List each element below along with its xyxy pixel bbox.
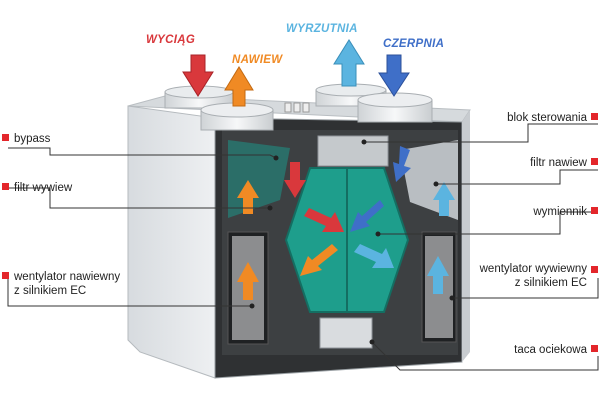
- arrow-up-icon: [224, 66, 254, 107]
- callout-marker-icon: [591, 207, 598, 214]
- callout-wymiennik: wymiennik: [533, 206, 587, 218]
- drip-tray: [319, 317, 373, 349]
- callout-filtr-nawiew: filtr nawiew: [530, 157, 587, 169]
- leader-lines: [7, 123, 599, 371]
- flow-arrow-wyrzutnia: [333, 39, 365, 87]
- leader-filtr-nawiew: [436, 169, 598, 185]
- arrow-up-icon: [333, 39, 365, 87]
- heat-exchanger: [284, 167, 410, 313]
- leader-wymiennik: [378, 211, 598, 235]
- flow-label-nawiew: NAWIEW: [232, 54, 283, 66]
- arrow-up-icon: [427, 256, 449, 294]
- callout-marker-icon: [591, 266, 598, 273]
- callout-line: z silnikiem EC: [14, 285, 87, 297]
- control-knobs: [284, 102, 310, 113]
- arrow-down-icon: [300, 244, 338, 276]
- arrow-down-icon: [393, 146, 411, 182]
- top-ducts: [164, 83, 433, 131]
- flow-arrow-nawiew: [224, 66, 254, 107]
- arrow-up-icon: [237, 180, 259, 214]
- callout-marker-icon: [2, 134, 9, 141]
- callout-marker-icon: [2, 272, 9, 279]
- callout-marker-icon: [591, 113, 598, 120]
- arrow-down-icon: [350, 200, 384, 232]
- leader-taca-ociekowa: [371, 341, 599, 371]
- callout-wentylator-wywiewny: wentylator wywiewny z silnikiem EC: [480, 262, 587, 290]
- arrow-down-icon: [182, 54, 214, 97]
- callout-marker-icon: [2, 183, 9, 190]
- flow-label-wyciag: WYCIĄG: [146, 34, 196, 46]
- callout-line: wentylator nawiewny: [14, 271, 121, 283]
- leader-filtr-wywiew: [8, 187, 270, 209]
- callout-marker-icon: [591, 158, 598, 165]
- leader-bypass: [8, 147, 277, 159]
- arrow-up-icon: [433, 182, 455, 216]
- callout-marker-icon: [591, 345, 598, 352]
- callout-taca-ociekowa: taca ociekowa: [514, 344, 587, 356]
- flow-label-wyrzutnia: WYRZUTNIA: [286, 23, 358, 35]
- leader-wentylator-nawiewny: [7, 278, 252, 307]
- arrow-down-icon: [354, 244, 394, 268]
- arrow-up-icon: [237, 262, 259, 300]
- flow-arrow-czerpnia: [378, 54, 410, 97]
- control-block: [317, 135, 389, 167]
- flow-label-czerpnia: CZERPNIA: [383, 38, 445, 50]
- callout-bypass: bypass: [14, 133, 51, 145]
- leader-wentylator-wywiewny: [452, 278, 599, 299]
- callout-line: z silnikiem EC: [514, 277, 587, 289]
- callout-wentylator-nawiewny: wentylator nawiewny z silnikiem EC: [14, 270, 120, 298]
- callout-line: wentylator wywiewny: [479, 263, 587, 275]
- leader-blok-sterowania: [364, 123, 598, 143]
- flow-arrow-wyciag: [182, 54, 214, 97]
- arrow-down-icon: [284, 162, 306, 198]
- callout-filtr-wywiew: filtr wywiew: [14, 182, 73, 194]
- callout-blok-sterowania: blok sterowania: [507, 112, 587, 124]
- internal-flow-arrows: [237, 146, 455, 300]
- arrow-down-icon: [304, 208, 344, 232]
- arrow-down-icon: [378, 54, 410, 97]
- leader-dots: [249, 139, 455, 345]
